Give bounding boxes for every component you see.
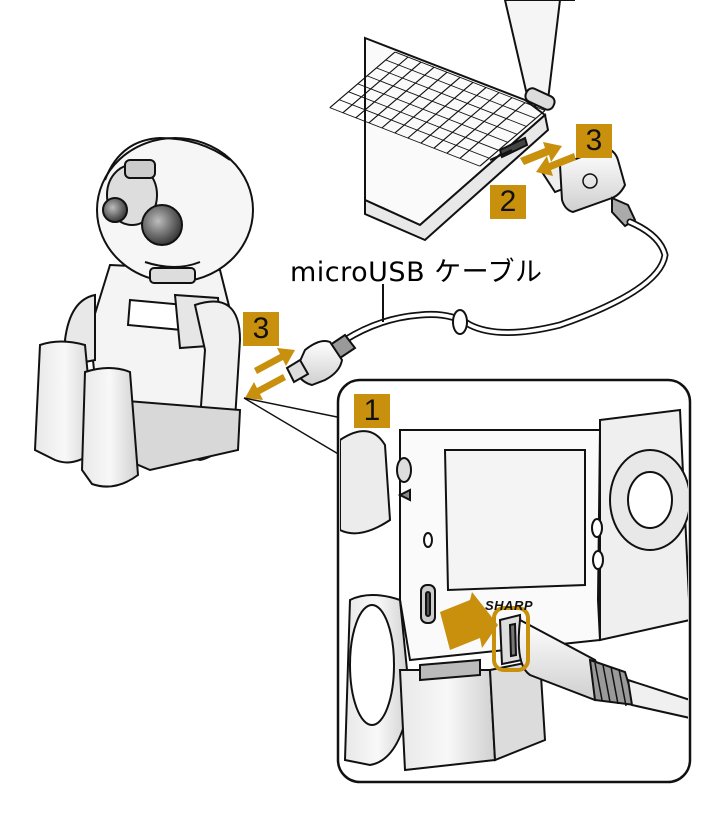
step-badge-3-pc: 3 <box>576 124 612 158</box>
step-badge-3-robot: 3 <box>243 312 279 346</box>
micro-usb-plug <box>285 333 357 387</box>
zoom-leader-lines <box>243 397 343 456</box>
zoom-detail-panel <box>336 378 692 784</box>
usb-a-plug <box>540 146 637 228</box>
laptop <box>364 0 575 242</box>
cable-label: microUSB ケーブル <box>290 257 543 288</box>
insert-arrow <box>440 592 498 650</box>
step-badge-2: 2 <box>490 185 526 219</box>
port-highlight <box>492 606 530 672</box>
robot-direction-arrows <box>245 348 295 400</box>
laptop-keyboard <box>329 51 546 167</box>
robot <box>33 136 254 488</box>
step-badge-1: 1 <box>354 394 390 428</box>
cable-tie <box>452 309 468 335</box>
pc-direction-arrows <box>520 142 576 176</box>
brand-logo-text: SHARP <box>485 598 534 613</box>
